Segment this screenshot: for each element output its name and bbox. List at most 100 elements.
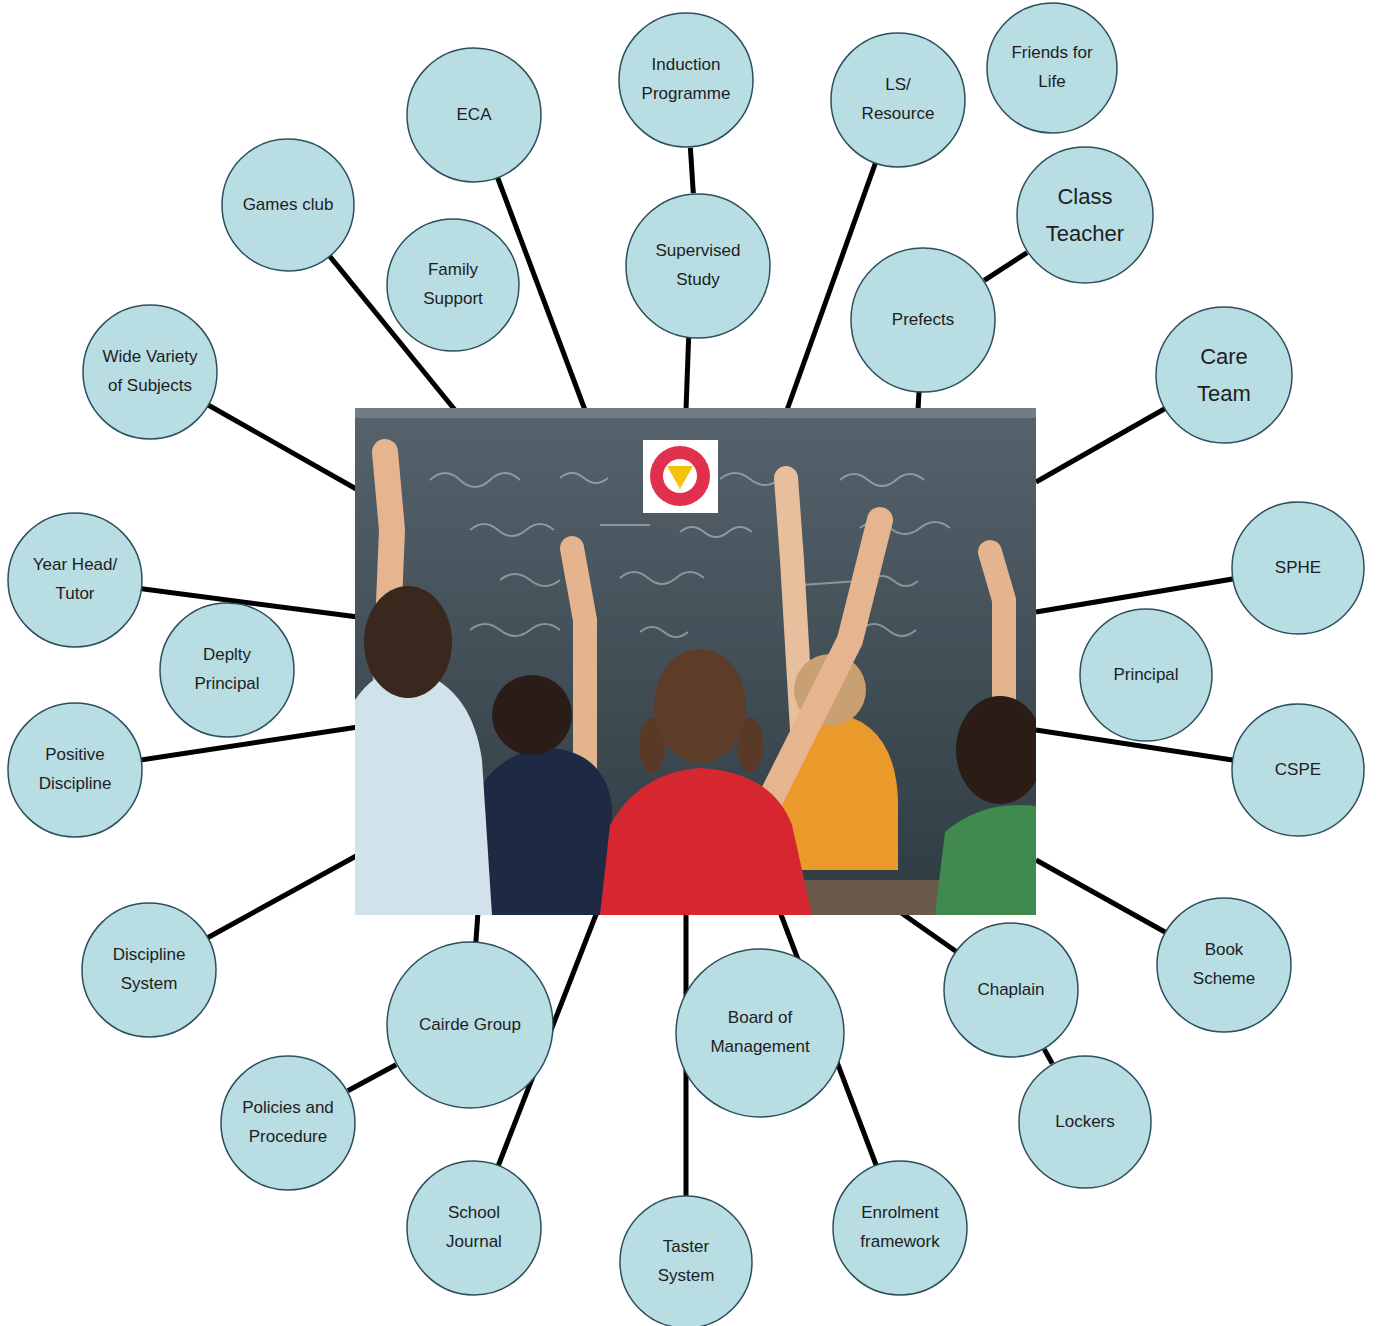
circle-shape <box>1080 609 1212 741</box>
circle-node: School Journal <box>406 1160 542 1296</box>
node-label: Policies and Procedure <box>239 1094 338 1152</box>
pupil-head <box>364 586 452 698</box>
node-label: Taster System <box>638 1233 735 1291</box>
circle-outline <box>82 304 218 440</box>
label-holder: Family Support <box>386 218 520 352</box>
node-label: LS/ Resource <box>849 71 948 129</box>
circle-shape <box>1157 898 1291 1032</box>
label-holder: Book Scheme <box>1156 897 1292 1033</box>
circle-shape <box>944 923 1078 1057</box>
circle-shape <box>619 13 753 147</box>
circle-node: Care Team <box>1155 306 1293 444</box>
circle-outline <box>832 1160 968 1296</box>
node-label: Induction Programme <box>637 51 736 109</box>
label-holder: Class Teacher <box>1016 146 1154 284</box>
node-label: SPHE <box>1275 554 1321 583</box>
label-holder: Cairde Group <box>386 941 554 1109</box>
circle-outline <box>159 602 295 738</box>
pupil <box>600 768 812 915</box>
circle-node: Wide Variety of Subjects <box>82 304 218 440</box>
pupil-head <box>492 675 572 755</box>
connector-line <box>348 1065 396 1091</box>
circle-node: SPHE <box>1231 501 1365 635</box>
label-holder: Discipline System <box>81 902 217 1038</box>
label-holder: Policies and Procedure <box>220 1055 356 1191</box>
circle-node: Policies and Procedure <box>220 1055 356 1191</box>
label-holder: Games club <box>221 138 355 272</box>
circle-outline <box>386 218 520 352</box>
pupil <box>470 748 612 915</box>
raised-arm <box>770 520 880 800</box>
circle-outline <box>1016 146 1154 284</box>
node-label: Positive Discipline <box>26 741 125 799</box>
circle-node: Discipline System <box>81 902 217 1038</box>
label-holder: Prefects <box>850 247 996 393</box>
label-holder: SPHE <box>1231 501 1365 635</box>
label-holder: Taster System <box>619 1195 753 1326</box>
circle-shape <box>82 903 216 1037</box>
label-holder: CSPE <box>1231 703 1365 837</box>
pupil-head <box>654 649 746 763</box>
label-holder: Care Team <box>1155 306 1293 444</box>
raised-arm <box>572 548 585 770</box>
circle-node: LS/ Resource <box>830 32 966 168</box>
label-holder: Enrolment framework <box>832 1160 968 1296</box>
circle-node: CSPE <box>1231 703 1365 837</box>
circle-shape <box>160 603 294 737</box>
circle-shape <box>620 1196 752 1326</box>
circle-outline <box>81 902 217 1038</box>
circle-outline <box>830 32 966 168</box>
node-label: Chaplain <box>977 976 1044 1005</box>
node-label: Supervised Study <box>645 237 751 295</box>
label-holder: Principal <box>1079 608 1213 742</box>
circle-shape <box>1232 704 1364 836</box>
circle-shape <box>626 194 770 338</box>
circle-node: Cairde Group <box>386 941 554 1109</box>
node-label: Games club <box>243 191 334 220</box>
node-label: Deplty Principal <box>178 641 277 699</box>
circle-node: Prefects <box>850 247 996 393</box>
node-label: Friends for Life <box>1004 39 1100 97</box>
node-label: Board of Management <box>699 1004 822 1062</box>
node-label: Cairde Group <box>419 1011 521 1040</box>
logo-ground <box>643 440 718 513</box>
label-holder: Board of Management <box>675 948 845 1118</box>
node-label: Year Head/ Tutor <box>26 551 125 609</box>
label-holder: LS/ Resource <box>830 32 966 168</box>
circle-node: Board of Management <box>675 948 845 1118</box>
circle-shape <box>407 1161 541 1295</box>
board-frame <box>355 408 1036 418</box>
circle-outline <box>7 512 143 648</box>
circle-node: Lockers <box>1018 1055 1152 1189</box>
circle-shape <box>833 1161 967 1295</box>
pupil-head <box>956 696 1036 804</box>
logo-center <box>663 459 697 493</box>
circle-shape <box>387 942 553 1108</box>
node-label: Class Teacher <box>1036 178 1135 253</box>
node-label: Family Support <box>405 256 502 314</box>
circle-shape <box>676 949 844 1117</box>
circle-shape <box>407 48 541 182</box>
circle-node: Year Head/ Tutor <box>7 512 143 648</box>
label-holder: Positive Discipline <box>7 702 143 838</box>
circle-outline <box>1155 306 1293 444</box>
circle-shape <box>387 219 519 351</box>
node-label: ECA <box>457 101 492 130</box>
circle-shape <box>1019 1056 1151 1188</box>
circle-shape <box>221 1056 355 1190</box>
logo-triangle <box>667 466 693 489</box>
node-label: Lockers <box>1055 1108 1115 1137</box>
circle-shape <box>8 703 142 837</box>
label-holder: Induction Programme <box>618 12 754 148</box>
circle-outline <box>406 1160 542 1296</box>
circle-shape <box>8 513 142 647</box>
circle-outline <box>618 12 754 148</box>
node-label: Prefects <box>892 306 954 335</box>
circle-node: Book Scheme <box>1156 897 1292 1033</box>
circle-node: Chaplain <box>943 922 1079 1058</box>
circle-node: Friends for Life <box>986 2 1118 134</box>
label-holder: Year Head/ Tutor <box>7 512 143 648</box>
logo-ring <box>650 446 710 506</box>
label-holder: Supervised Study <box>625 193 771 339</box>
circle-outline <box>7 702 143 838</box>
